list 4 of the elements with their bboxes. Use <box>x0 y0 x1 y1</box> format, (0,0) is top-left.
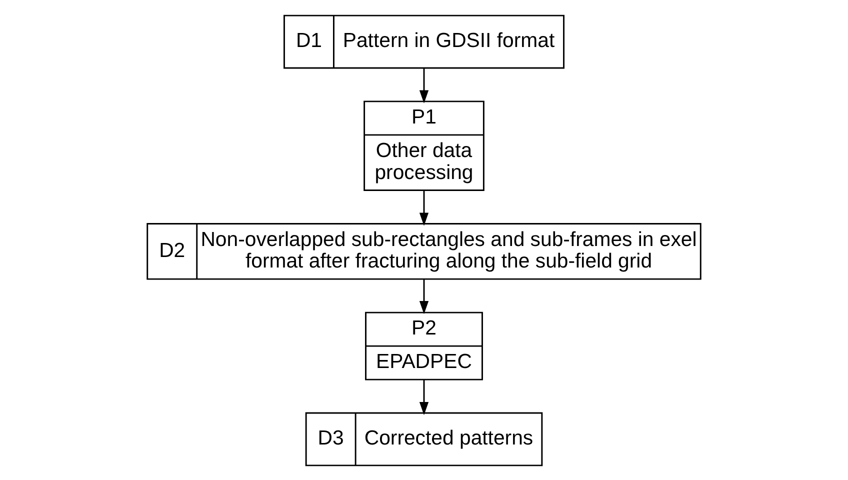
arrow <box>419 68 429 103</box>
arrow <box>419 379 429 415</box>
arrow <box>419 190 429 226</box>
arrow <box>419 278 429 314</box>
